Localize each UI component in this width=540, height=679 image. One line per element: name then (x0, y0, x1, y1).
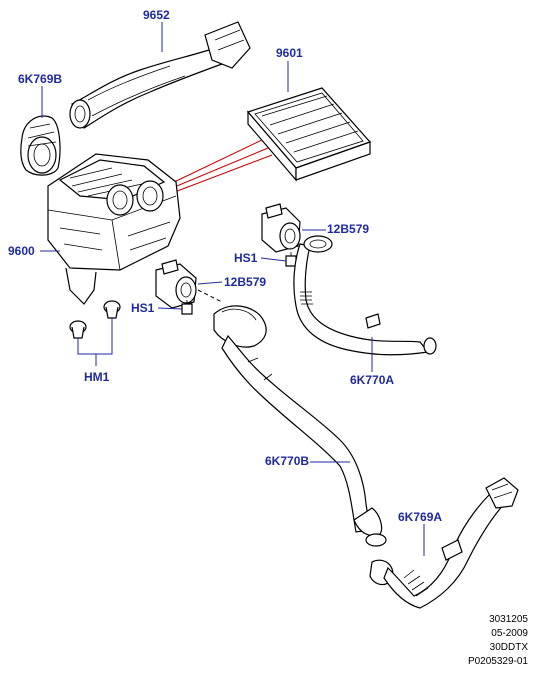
intake-duct-9652 (69, 21, 251, 129)
callout-6K770A: 6K770A (350, 373, 394, 387)
callout-9600: 9600 (8, 244, 35, 258)
callout-6K770B: 6K770B (265, 454, 309, 468)
reference-code-line-3: 30DDTX (489, 642, 528, 653)
bellows-6K769B (20, 115, 61, 176)
air-cleaner-housing-9600 (47, 153, 181, 305)
leader-HS1-lower (157, 307, 183, 310)
callout-6K769A: 6K769A (398, 510, 442, 524)
air-intake-hose-6K769A (369, 477, 519, 609)
installation-guide-lines (171, 139, 273, 194)
connection-dashed-line (197, 289, 223, 303)
callout-HM1: HM1 (84, 370, 110, 384)
mass-air-flow-sensor-12B579-lower (155, 259, 197, 309)
callout-HS1-upper: HS1 (234, 251, 258, 265)
leader-HS1-upper (260, 257, 287, 262)
bolt-HS1-lower (181, 300, 193, 315)
reference-code-line-2: 05-2009 (491, 628, 528, 639)
air-filter-element-9601 (246, 87, 372, 182)
callout-HS1-lower: HS1 (131, 301, 155, 315)
reference-code-line-1: 3031205 (489, 614, 528, 625)
callout-12B579-lower: 12B579 (224, 275, 266, 289)
leader-12B579-lower (197, 281, 223, 285)
callout-6K769B: 6K769B (18, 72, 62, 86)
air-intake-hose-6K770B (213, 305, 387, 547)
leader-HM1 (77, 318, 113, 366)
bolt-HS1-upper (285, 252, 297, 267)
callout-9601: 9601 (276, 46, 303, 60)
air-intake-hose-6K770A (293, 235, 437, 356)
mounting-grommets-HM1 (69, 300, 121, 339)
callout-9652: 9652 (143, 8, 170, 22)
mass-air-flow-sensor-12B579-upper (261, 203, 301, 253)
reference-code-line-4: P0205329-01 (467, 656, 528, 667)
callout-12B579-upper: 12B579 (327, 222, 369, 236)
